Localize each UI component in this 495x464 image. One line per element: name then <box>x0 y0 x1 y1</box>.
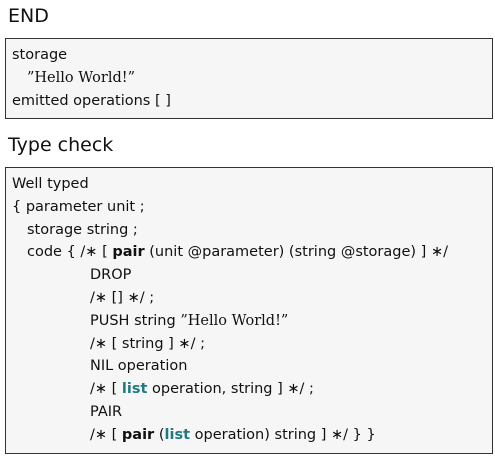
comment-close: ] ∗/ ; <box>168 335 205 352</box>
stack-type: operation, string <box>152 381 273 398</box>
storage-type: string ; <box>86 221 138 238</box>
code-line-nil: NIL operation <box>12 355 492 378</box>
brace-open: { <box>12 198 22 215</box>
pair-keyword: pair <box>121 426 155 443</box>
comment-close: ] ∗/ ; <box>277 381 314 398</box>
paren-open: ( <box>158 426 165 443</box>
storage-label-line: storage <box>12 44 492 67</box>
type-status: Well typed <box>12 176 89 192</box>
comment-close: ] ∗/ <box>420 244 448 261</box>
storage-value: ”Hello World!” <box>27 69 135 86</box>
type-check-panel: Well typed { parameter unit ; storage st… <box>5 167 493 454</box>
stack-type: string <box>121 335 164 352</box>
list-keyword: list <box>121 381 148 398</box>
code-line-drop: DROP <box>12 264 492 287</box>
code-line-parameter: { parameter unit ; <box>12 196 492 219</box>
type-status-line: Well typed <box>12 173 492 196</box>
code-keyword: code <box>27 244 62 261</box>
storage-value-line: ”Hello World!” <box>12 67 492 90</box>
emitted-operations-value: [ ] <box>154 92 171 109</box>
end-output-panel: storage ”Hello World!” emitted operation… <box>5 38 493 119</box>
code-line-drop-comment: /∗ [] ∗/ ; <box>12 287 492 310</box>
instruction-nil: NIL operation <box>90 358 188 375</box>
code-line-pair-comment: /∗ [ pair (list operation) string ] ∗/ }… <box>12 424 492 447</box>
instruction-drop: DROP <box>90 267 132 284</box>
push-value: ”Hello World!” <box>180 312 289 329</box>
parameter-type: unit ; <box>107 198 145 215</box>
instruction-pair: PAIR <box>90 403 123 420</box>
comment-open: /∗ [ <box>80 244 108 261</box>
emitted-operations-line: emitted operations [ ] <box>12 90 492 113</box>
code-line-nil-comment: /∗ [ list operation, string ] ∗/ ; <box>12 378 492 401</box>
type-check-heading: Type check <box>8 134 114 156</box>
storage-keyword: storage <box>27 221 83 238</box>
stack-comment: /∗ [] ∗/ ; <box>90 289 155 306</box>
stack-type: operation) string <box>194 426 317 443</box>
code-line-storage: storage string ; <box>12 219 492 242</box>
end-heading: END <box>8 5 49 27</box>
emitted-operations-label: emitted operations <box>12 92 151 109</box>
comment-close: ] ∗/ } } <box>320 426 376 443</box>
comment-open: /∗ [ <box>90 335 118 352</box>
code-line-push: PUSH string ”Hello World!” <box>12 310 492 333</box>
list-keyword: list <box>164 426 191 443</box>
code-line-push-comment: /∗ [ string ] ∗/ ; <box>12 333 492 356</box>
code-line-pair: PAIR <box>12 401 492 424</box>
parameter-keyword: parameter <box>25 198 103 215</box>
stack-type: (unit @parameter) (string @storage) <box>149 244 417 261</box>
pair-keyword: pair <box>112 244 145 261</box>
comment-open: /∗ [ <box>90 381 118 398</box>
instruction-push: PUSH string <box>90 312 176 329</box>
comment-open: /∗ [ <box>90 426 118 443</box>
storage-label: storage <box>12 47 68 63</box>
code-line-code: code { /∗ [ pair (unit @parameter) (stri… <box>12 241 492 264</box>
code-brace-open: { <box>66 244 76 261</box>
